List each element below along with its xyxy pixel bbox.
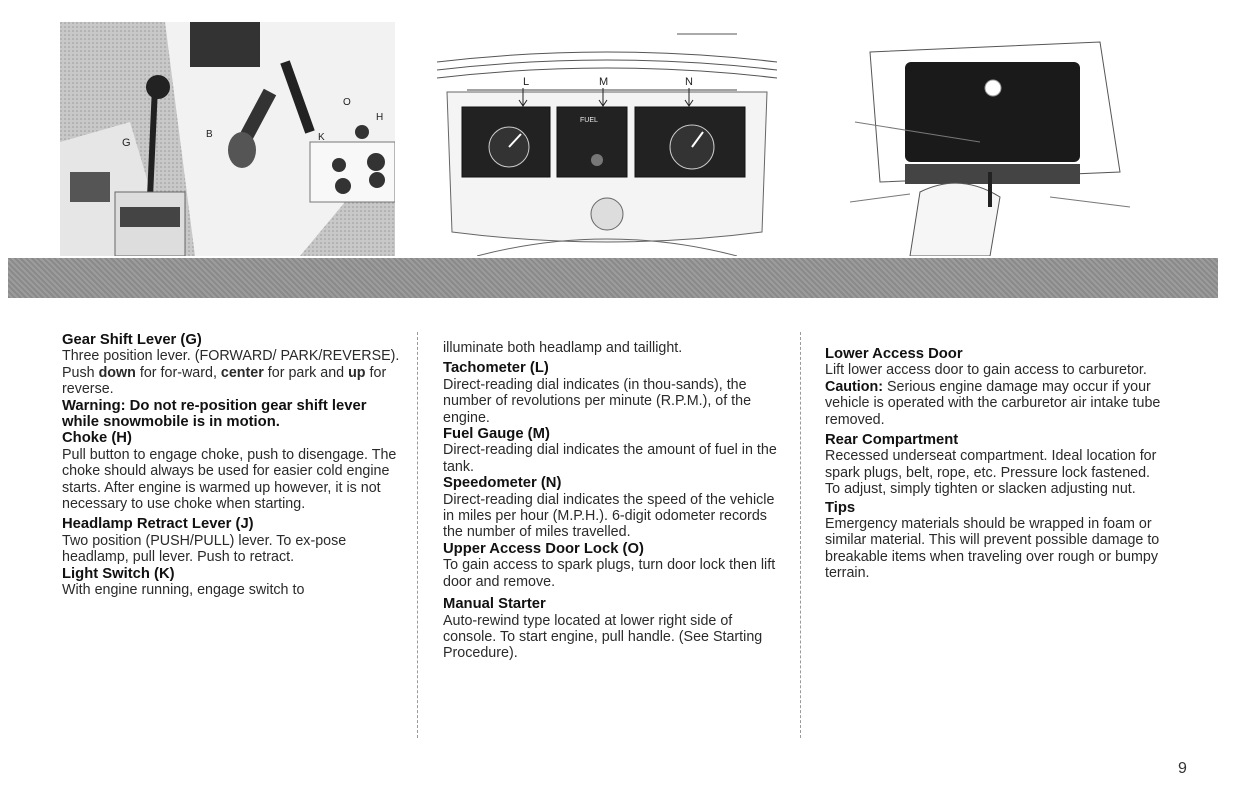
caution-label: Caution:	[825, 378, 883, 395]
lower-access-heading: Lower Access Door	[825, 346, 963, 362]
upper-access-section: Upper Access Door Lock (O) To gain acces…	[443, 541, 779, 590]
speedometer-section: Speedometer (N) Direct-reading dial indi…	[443, 475, 779, 541]
gear-text-3: for park and	[263, 364, 349, 381]
label-o: O	[343, 97, 351, 108]
manual-starter-section: Manual Starter Auto-rewind type located …	[443, 596, 779, 662]
tachometer-section: Tachometer (L) Direct-reading dial indic…	[443, 360, 779, 426]
continued-text: illuminate both headlamp and taillight.	[443, 340, 683, 356]
label-k: K	[318, 132, 325, 143]
tachometer-body: Direct-reading dial indicates (in thou-s…	[443, 376, 752, 426]
headlamp-body: Two position (PUSH/PULL) lever. To ex-po…	[62, 532, 347, 566]
controls-illustration: G B K O H	[60, 22, 395, 256]
rear-compartment-section: Rear Compartment Recessed underseat comp…	[825, 432, 1161, 498]
label-g: G	[122, 137, 131, 149]
gear-shift-body: Three position lever. (FORWARD/ PARK/REV…	[62, 348, 400, 397]
gear-shift-section: Gear Shift Lever (G) Three position leve…	[62, 332, 400, 430]
headlamp-heading: Headlamp Retract Lever (J)	[62, 516, 254, 533]
speedometer-heading: Speedometer (N)	[443, 475, 562, 492]
fuel-label: FUEL	[580, 117, 598, 124]
gear-bold-center: center	[220, 364, 264, 381]
lower-access-body: Lift lower access door to gain access to…	[825, 362, 1147, 379]
column-divider	[417, 332, 418, 738]
column-divider	[800, 332, 801, 738]
gear-bold-down: down	[98, 364, 136, 381]
lower-access-caution: Caution: Serious engine damage may occur…	[825, 379, 1161, 428]
manual-starter-heading: Manual Starter	[443, 596, 546, 613]
light-switch-section: Light Switch (K) With engine running, en…	[62, 566, 400, 599]
gear-shift-warning: Warning: Do not re-position gear shift l…	[62, 397, 367, 431]
caution-body: Serious engine damage may occur if your …	[825, 378, 1161, 428]
label-h: H	[376, 112, 383, 123]
fuel-gauge-section: Fuel Gauge (M) Direct-reading dial indic…	[443, 426, 779, 475]
tips-heading: Tips	[825, 499, 856, 516]
gauges-illustration: FUEL L M N	[437, 22, 777, 256]
gear-text-4: for reverse.	[62, 364, 387, 398]
label-m: M	[599, 76, 608, 88]
upper-access-body: To gain access to spark plugs, turn door…	[443, 557, 776, 590]
light-switch-body: With engine running, engage switch to	[62, 582, 305, 599]
gear-text-1: Three position lever. (FORWARD/ PARK/REV…	[62, 348, 400, 381]
gear-shift-heading: Gear Shift Lever (G)	[62, 332, 202, 348]
gear-text-2: for for-ward,	[135, 364, 221, 381]
lower-access-section: Lower Access Door Lift lower access door…	[825, 346, 1161, 428]
choke-heading: Choke (H)	[62, 430, 132, 447]
tips-section: Tips Emergency materials should be wrapp…	[825, 500, 1161, 582]
fuel-gauge-body: Direct-reading dial indicates the amount…	[443, 442, 777, 475]
speedometer-body: Direct-reading dial indicates the speed …	[443, 491, 775, 541]
tachometer-heading: Tachometer (L)	[443, 360, 549, 377]
fuel-gauge-heading: Fuel Gauge (M)	[443, 426, 550, 443]
tips-body: Emergency materials should be wrapped in…	[825, 516, 1160, 582]
manual-starter-body: Auto-rewind type located at lower right …	[443, 612, 763, 662]
rear-compartment-body: Recessed underseat compartment. Ideal lo…	[825, 448, 1157, 498]
choke-section: Choke (H) Pull button to engage choke, p…	[62, 430, 400, 512]
light-switch-heading: Light Switch (K)	[62, 565, 175, 582]
label-n: N	[685, 76, 693, 88]
label-b: B	[206, 129, 213, 140]
page-number: 9	[1178, 760, 1187, 777]
column-2: illuminate both headlamp and taillight. …	[443, 340, 779, 662]
gear-bold-up: up	[348, 364, 366, 381]
upper-access-heading: Upper Access Door Lock (O)	[443, 540, 644, 557]
column-1: Gear Shift Lever (G) Three position leve…	[62, 332, 400, 599]
column-3: Lower Access Door Lift lower access door…	[825, 346, 1161, 582]
label-l: L	[523, 76, 529, 88]
decorative-band	[8, 258, 1218, 298]
choke-body: Pull button to engage choke, push to dis…	[62, 446, 397, 513]
access-door-illustration	[850, 22, 1130, 256]
headlamp-section: Headlamp Retract Lever (J) Two position …	[62, 516, 400, 565]
rear-compartment-heading: Rear Compartment	[825, 432, 959, 449]
